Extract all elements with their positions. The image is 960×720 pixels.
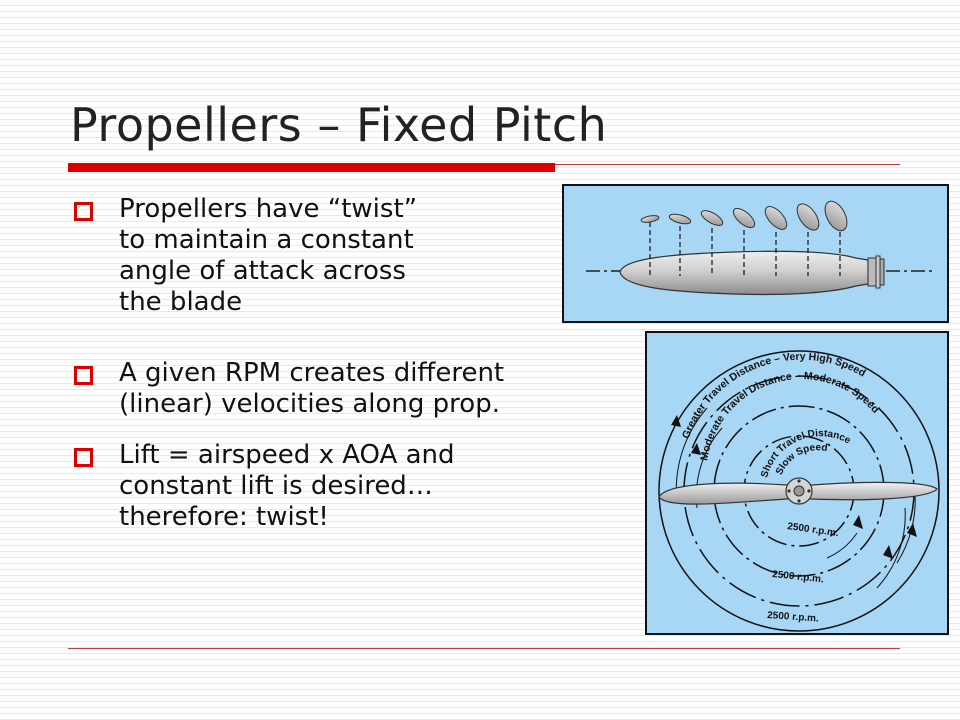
slide-title: Propellers – Fixed Pitch bbox=[70, 98, 608, 152]
title-underline-accent bbox=[68, 163, 555, 172]
blade-twist-figure bbox=[562, 184, 949, 323]
square-bullet-icon bbox=[74, 366, 93, 385]
arc-label-outer: Greater Travel Distance – Very High Spee… bbox=[680, 351, 868, 441]
rpm-speed-diagram: Greater Travel Distance – Very High Spee… bbox=[658, 350, 940, 632]
rpm-label-middle: 2500 r.p.m. bbox=[772, 569, 825, 585]
bullet-item-lift: Lift = airspeed x AOA and constant lift … bbox=[74, 440, 554, 533]
rpm-speed-figure: Greater Travel Distance – Very High Spee… bbox=[645, 331, 949, 635]
bullet-item-twist: Propellers have “twist” to maintain a co… bbox=[74, 194, 494, 318]
bullet-text: Lift = airspeed x AOA and constant lift … bbox=[119, 440, 455, 532]
title-underline-thin bbox=[555, 164, 900, 165]
blade-twist-diagram bbox=[586, 200, 934, 296]
rpm-label-inner: 2500 r.p.m. bbox=[787, 521, 840, 539]
square-bullet-icon bbox=[74, 448, 93, 467]
square-bullet-icon bbox=[74, 202, 93, 221]
bullet-text: Propellers have “twist” to maintain a co… bbox=[119, 194, 418, 317]
footer-rule bbox=[68, 648, 900, 649]
rpm-label-outer: 2500 r.p.m. bbox=[767, 610, 820, 625]
bullet-item-rpm: A given RPM creates different (linear) v… bbox=[74, 358, 614, 420]
bullet-text: A given RPM creates different (linear) v… bbox=[119, 358, 505, 419]
